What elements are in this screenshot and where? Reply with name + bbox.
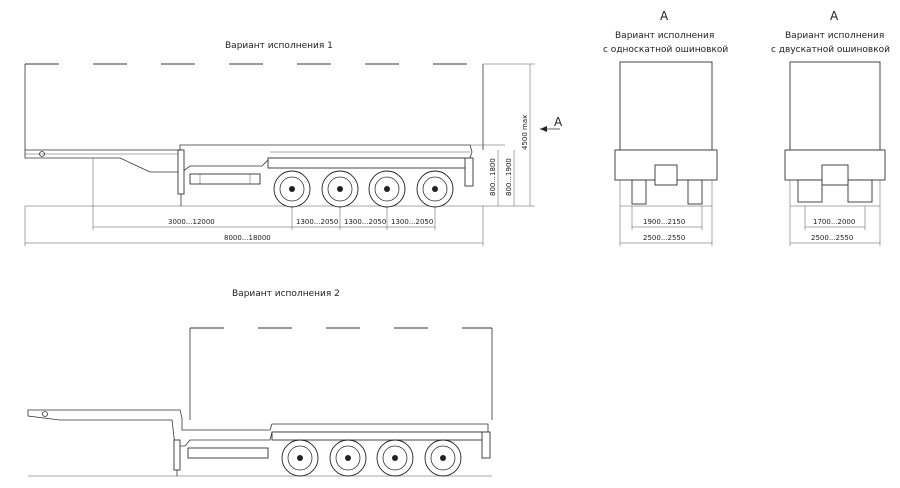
- view-single-title-2: с односкатной ошиновкой: [603, 45, 728, 55]
- dual-track-width: 1700...2000: [813, 218, 855, 226]
- variant1-title: Вариант исполнения 1: [225, 41, 333, 51]
- view-dual-title-2: с двускатной ошиновкой: [771, 45, 890, 55]
- dual-overall-width: 2500...2550: [811, 234, 853, 242]
- fifth-wheel-height-label: 800...1900: [505, 158, 513, 196]
- overall-length-label: 8000...18000: [224, 234, 271, 242]
- single-overall-width: 2500...2550: [643, 234, 685, 242]
- axle-spacing-2-label: 1300...2050: [344, 218, 386, 226]
- view-single-title-1: Вариант исполнения: [615, 31, 714, 41]
- view-a-dual-tire: A Вариант исполнения с двускатной ошинов…: [771, 9, 890, 246]
- variant2-side-view: Вариант исполнения 2: [27, 289, 493, 477]
- view-dual-title-1: Вариант исполнения: [785, 31, 884, 41]
- wheelbase-label: 3000...12000: [168, 218, 215, 226]
- axle-spacing-3-label: 1300...2050: [391, 218, 433, 226]
- deck-height-label: 800...1800: [489, 158, 497, 196]
- variant2-title: Вариант исполнения 2: [232, 289, 340, 299]
- single-track-width: 1900...2150: [643, 218, 685, 226]
- wheel-set-2: [281, 439, 462, 477]
- variant1-side-view: Вариант исполнения 1: [24, 41, 563, 246]
- height-max-label: 4500 max: [521, 115, 529, 150]
- view-marker-a: A: [554, 115, 563, 129]
- wheel-set: [273, 170, 454, 208]
- trailer2-frame: [27, 409, 489, 447]
- view-single-letter: A: [660, 9, 669, 23]
- view-dual-letter: A: [830, 9, 839, 23]
- trailer-frame: [24, 144, 473, 173]
- view-a-single-tire: A Вариант исполнения с односкатной ошино…: [603, 9, 728, 246]
- axle-spacing-1-label: 1300...2050: [296, 218, 338, 226]
